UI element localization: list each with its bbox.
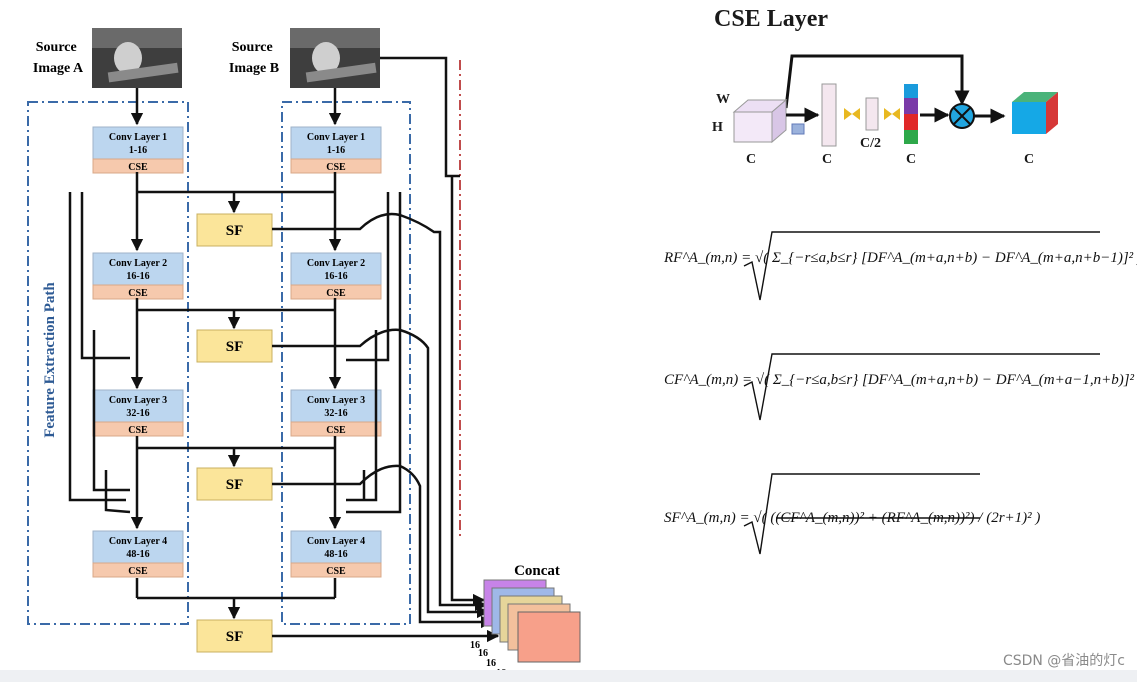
sf-label: SF: [226, 339, 244, 355]
source-image-a: [92, 28, 182, 88]
c-label-4: C: [1024, 152, 1035, 167]
conv-layer-title: Conv Layer 3: [307, 395, 365, 406]
cse-label: CSE: [128, 425, 148, 436]
rf-equation: RF^A_(m,n) = √( Σ_{−r≤a,b≤r} [DF^A_(m+a,…: [664, 250, 1137, 266]
source-a-label: Source Image A: [33, 40, 84, 76]
svg-text:16: 16: [486, 658, 496, 669]
sf-label: SF: [226, 223, 244, 239]
conv-layer-title: Conv Layer 4: [307, 536, 365, 547]
conv-layer-title: Conv Layer 2: [307, 258, 365, 269]
conv-layer-dims: 16-16: [324, 271, 347, 282]
conv-layer-dims: 32-16: [126, 408, 149, 419]
svg-text:16: 16: [470, 640, 480, 651]
conv-layer-dims: 16-16: [126, 271, 149, 282]
cse-label: CSE: [326, 566, 346, 577]
cse-label: CSE: [128, 566, 148, 577]
equation-visuals: [743, 231, 1100, 555]
sf-block-4: SF: [196, 619, 273, 653]
watermark: CSDN @省油的灯c: [1002, 653, 1125, 669]
cf-equation: CF^A_(m,n) = √( Σ_{−r≤a,b≤r} [DF^A_(m+a,…: [664, 372, 1137, 388]
sf-label: SF: [226, 477, 244, 493]
c-half-label: C/2: [860, 136, 881, 151]
c-label-3: C: [906, 152, 917, 167]
cse-diagram: [732, 54, 1058, 147]
source-image-b: [290, 28, 380, 88]
sf-block-2: SF: [196, 329, 273, 363]
c-label-1: C: [746, 152, 757, 167]
conv-layer-title: Conv Layer 2: [109, 258, 167, 269]
path-a-region: [27, 101, 189, 625]
conv-layer-title: Conv Layer 3: [109, 395, 167, 406]
sf-block-3: SF: [196, 467, 273, 501]
conv-layer-dims: 1-16: [129, 145, 147, 156]
concat-label: Concat: [514, 563, 560, 579]
cse-label: CSE: [128, 162, 148, 173]
conv-layer-title: Conv Layer 1: [307, 132, 365, 143]
cse-label: CSE: [326, 288, 346, 299]
conv-layer-dims: 1-16: [327, 145, 345, 156]
conv-layer-dims: 48-16: [324, 549, 347, 560]
feature-extraction-label: Feature Extraction Path: [42, 282, 58, 438]
cse-label: CSE: [128, 288, 148, 299]
cse-label: CSE: [326, 162, 346, 173]
cse-label: CSE: [326, 425, 346, 436]
w-label: W: [716, 92, 730, 107]
conv-layer-dims: 48-16: [126, 549, 149, 560]
conv-layer-title: Conv Layer 4: [109, 536, 167, 547]
sf-label: SF: [226, 629, 244, 645]
conv-layer-title: Conv Layer 1: [109, 132, 167, 143]
path-b-region: [281, 101, 411, 625]
cse-layer-title: CSE Layer: [714, 6, 828, 32]
h-label: H: [712, 120, 723, 135]
sf-equation: SF^A_(m,n) = √( ((CF^A_(m,n))² + (RF^A_(…: [664, 510, 1041, 526]
concat-stack: [483, 579, 581, 663]
c-label-2: C: [822, 152, 833, 167]
svg-text:16: 16: [478, 648, 488, 659]
source-b-label: Source Image B: [229, 40, 279, 76]
sf-block-1: SF: [196, 213, 273, 247]
conv-layer-dims: 32-16: [324, 408, 347, 419]
bottom-strip: [0, 670, 1137, 682]
